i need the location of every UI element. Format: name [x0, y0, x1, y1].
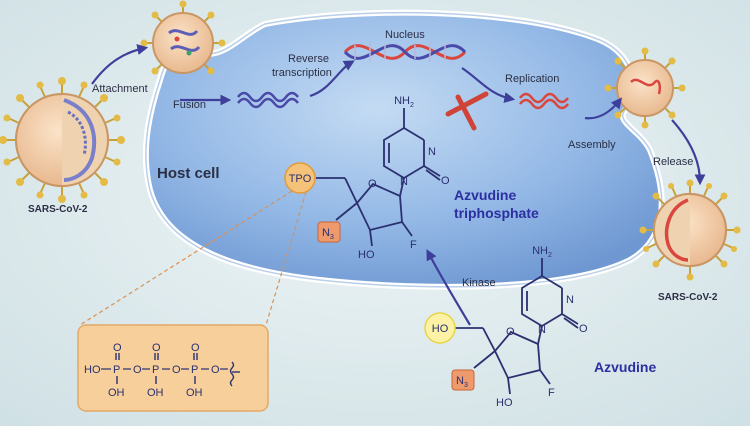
ph-p1: P	[113, 364, 120, 376]
chem-o-ring-top: O	[368, 178, 377, 190]
azvudine-triphosphate-structure	[316, 108, 441, 247]
azvudine-structure	[455, 258, 579, 395]
label-fusion: Fusion	[173, 99, 206, 111]
ph-o-link-2: O	[172, 364, 181, 376]
arrow-reverse-transcription	[309, 60, 355, 98]
ph-oh-2: OH	[147, 387, 164, 399]
chem-nh2-bottom: NH2	[532, 245, 552, 259]
cytosine-ring-1	[383, 127, 425, 180]
ph-ho-left: HO	[84, 364, 101, 376]
chem-n1-top: N	[400, 176, 408, 188]
arrow-replication	[461, 67, 516, 104]
ph-o-top-2: O	[152, 342, 161, 354]
chem-ho-bottom: HO	[496, 397, 513, 409]
label-nucleus: Nucleus	[385, 29, 425, 41]
label-azvudine: Azvudine	[594, 359, 656, 375]
chem-n-bottom: N	[566, 294, 574, 306]
ph-oh-3: OH	[186, 387, 203, 399]
arrow-release	[671, 119, 706, 186]
inhibition-icon	[445, 91, 489, 131]
chem-n3-bottom: N3	[456, 375, 468, 389]
chem-n3-top: N3	[322, 227, 334, 241]
virus-left-icon	[0, 77, 125, 203]
phosphate-structure	[115, 353, 240, 387]
chem-ho-circle: HO	[432, 323, 449, 335]
zoom-lines	[79, 190, 307, 326]
ph-o-top-3: O	[191, 342, 200, 354]
virus-assembled-icon	[604, 47, 686, 129]
chem-tpo: TPO	[289, 173, 312, 185]
ho-circle	[424, 312, 456, 344]
label-replication: Replication	[505, 73, 559, 85]
ph-o-top-1: O	[113, 342, 122, 354]
ph-oh-1: OH	[108, 387, 125, 399]
label-azvudine-tp-1: Azvudine	[454, 187, 516, 203]
n3-box-top	[317, 221, 341, 243]
label-virus-left: SARS-CoV-2	[28, 204, 88, 215]
chem-f-bottom: F	[548, 387, 555, 399]
arrow-kinase	[426, 249, 471, 326]
chem-n1-bottom: N	[538, 324, 546, 336]
label-reverse-transcription-1: Reverse	[288, 53, 329, 65]
chem-n-top: N	[428, 146, 436, 158]
ph-o-link-3: O	[211, 364, 220, 376]
label-virus-right: SARS-CoV-2	[658, 292, 718, 303]
pathway-arrows	[91, 44, 706, 326]
label-reverse-transcription-2: transcription	[272, 67, 332, 79]
chem-o-carbonyl-bottom: O	[579, 323, 588, 335]
ph-p3: P	[191, 364, 198, 376]
arrow-assembly	[584, 97, 623, 120]
label-kinase: Kinase	[462, 277, 496, 289]
ph-p2: P	[152, 364, 159, 376]
rna-strand-fusion-icon	[237, 91, 299, 109]
n3-box-bottom	[451, 369, 475, 391]
arrow-attachment	[91, 44, 149, 85]
tpo-circle	[284, 162, 316, 194]
chem-ho-top: HO	[358, 249, 375, 261]
dna-double-helix-icon	[343, 42, 467, 62]
ph-o-link-1: O	[133, 364, 142, 376]
chem-f-top: F	[410, 239, 417, 251]
label-azvudine-tp-2: triphosphate	[454, 205, 539, 221]
label-assembly: Assembly	[568, 139, 616, 151]
phosphate-zoom-box	[77, 324, 269, 412]
label-attachment: Attachment	[92, 83, 148, 95]
chem-o-carbonyl-top: O	[441, 175, 450, 187]
chem-nh2-top: NH2	[394, 95, 414, 109]
label-host-cell: Host cell	[157, 165, 220, 182]
virus-right-icon	[639, 179, 741, 281]
phosphate-text: O O O HO O P O P O P O OH OH OH	[84, 342, 220, 399]
chem-o-ring-bottom: O	[506, 326, 515, 338]
label-release: Release	[653, 156, 693, 168]
rna-strand-replicated-icon	[519, 92, 569, 110]
